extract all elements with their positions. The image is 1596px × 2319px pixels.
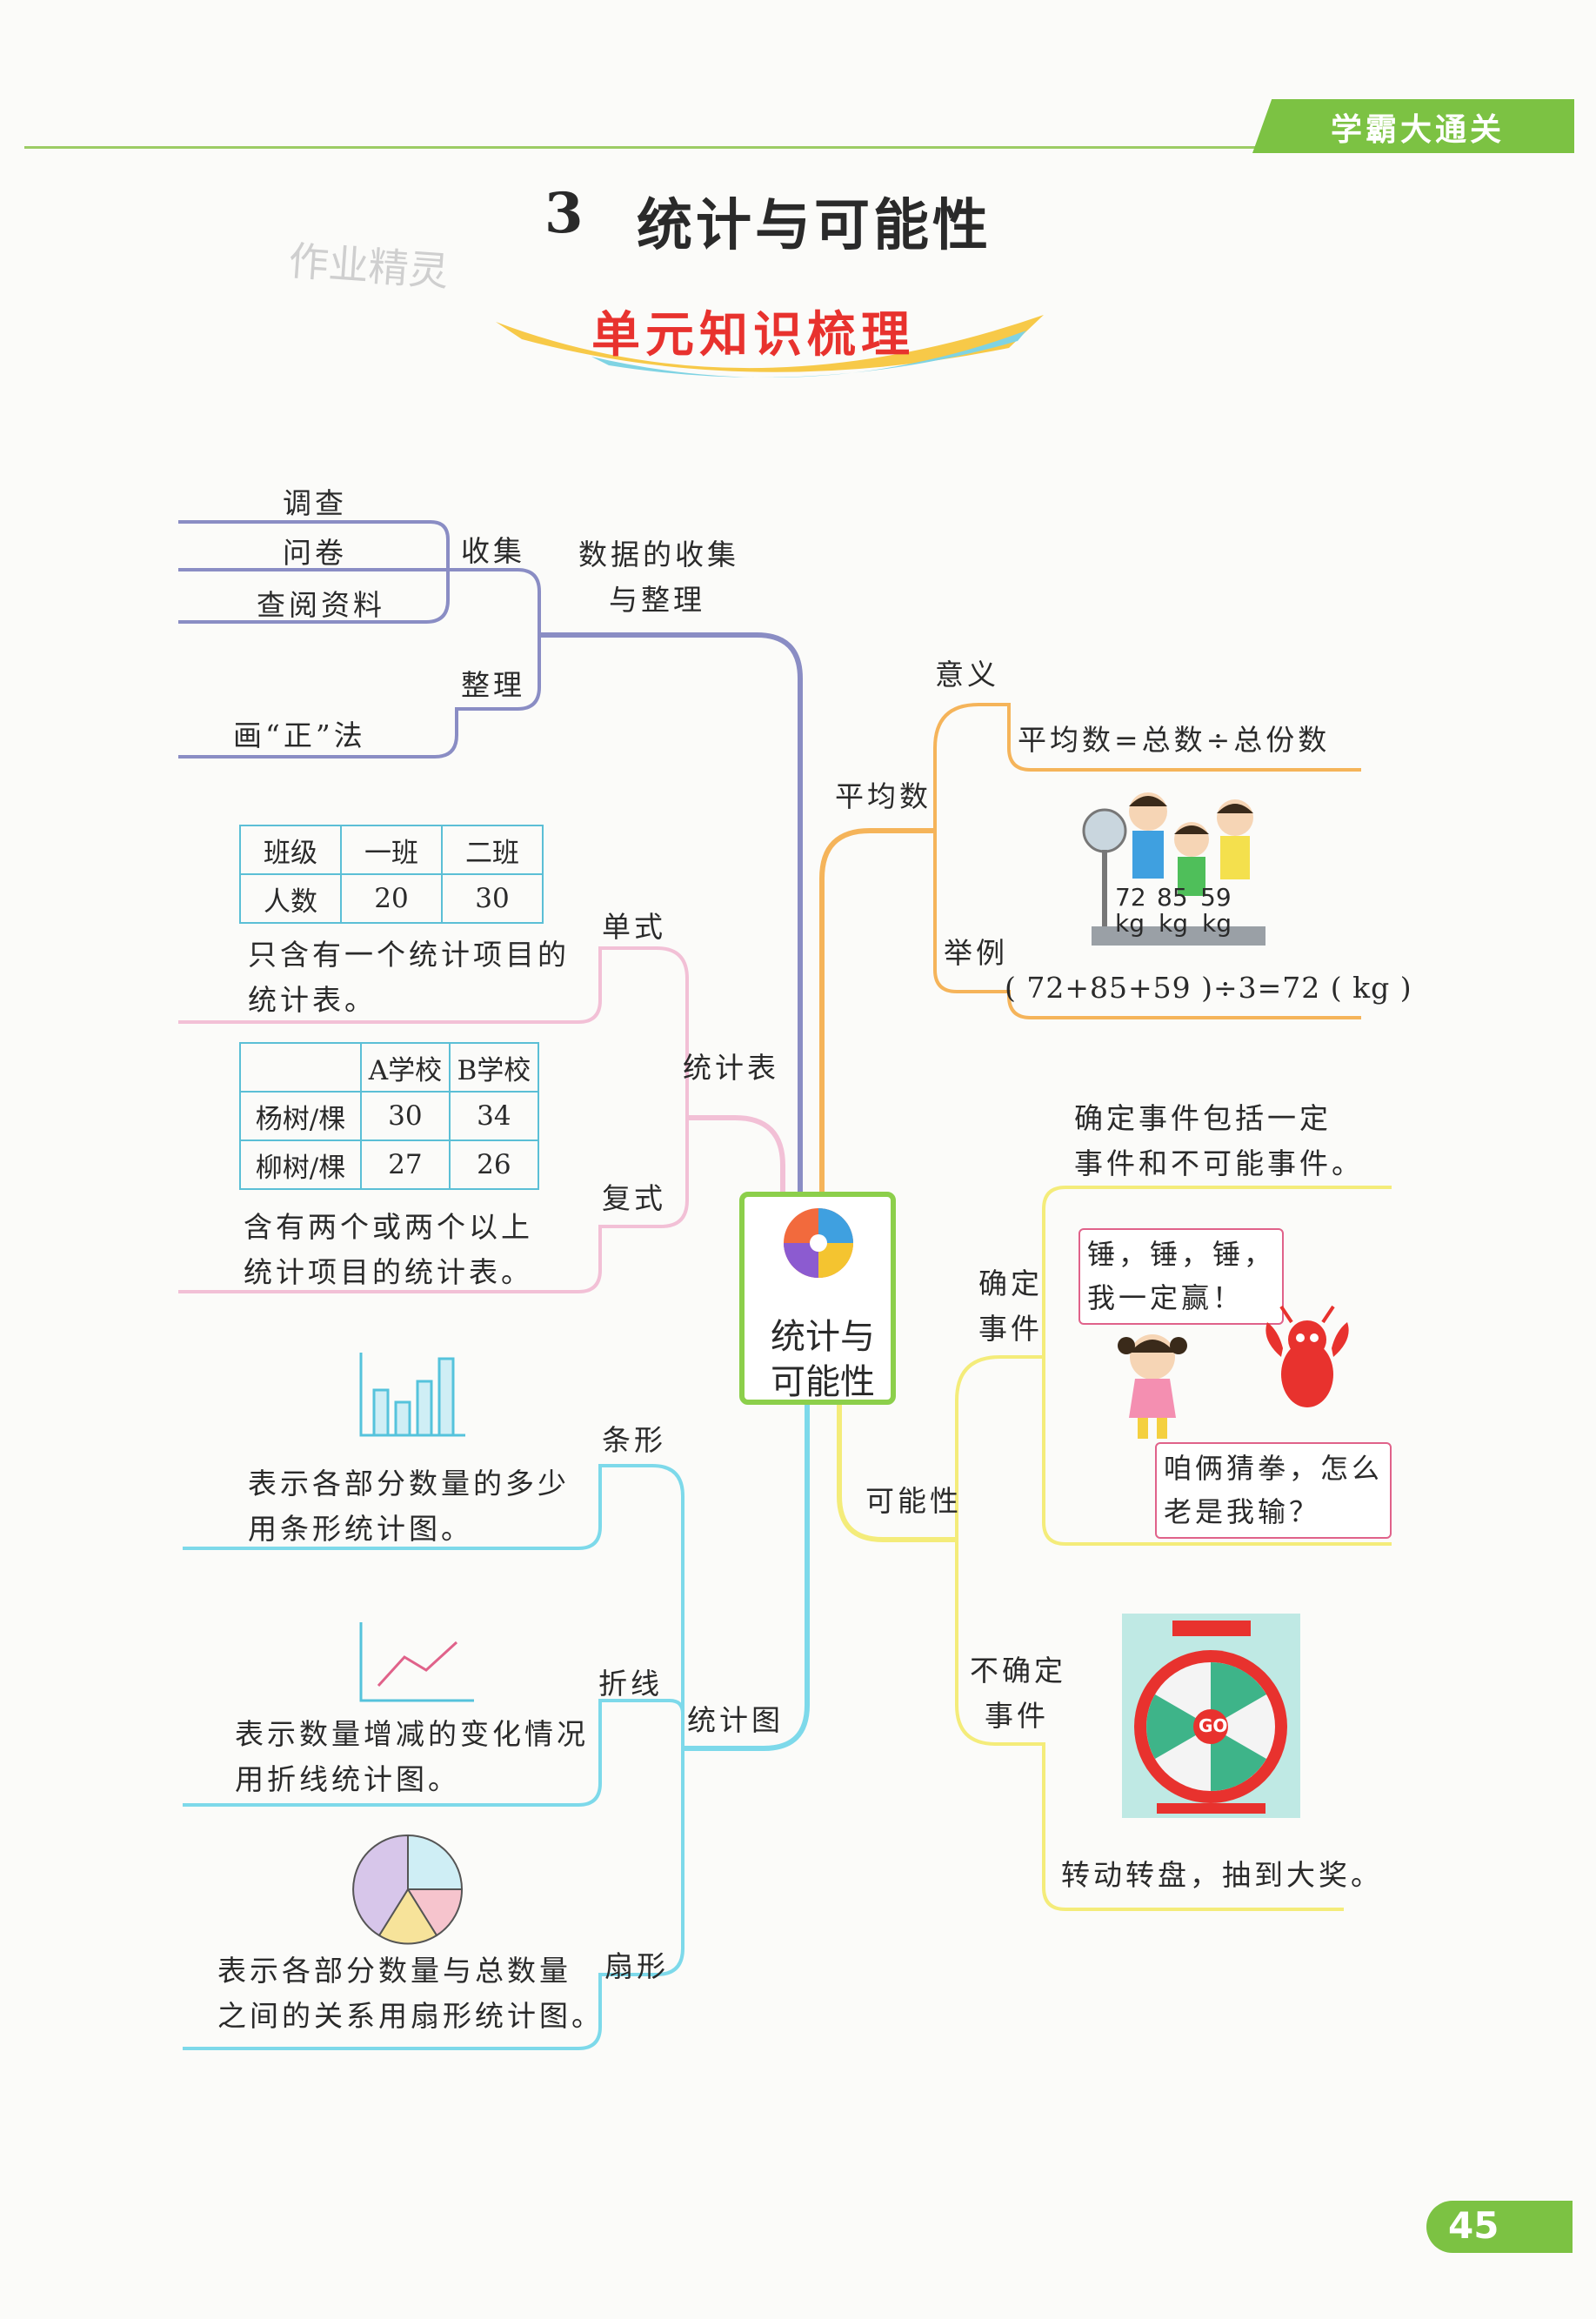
tables-label: 统计表 <box>683 1051 779 1085</box>
collect-label: 收集 <box>461 534 525 568</box>
table-cell: 人数 <box>239 873 342 924</box>
average-label: 平均数 <box>835 779 932 813</box>
line-chart-desc-2: 用折线统计图。 <box>235 1762 460 1796</box>
bubble-lobster-line1: 咱俩猜拳，怎么 <box>1164 1452 1384 1485</box>
example-label: 举例 <box>944 936 1008 970</box>
certain-label-1: 确定 <box>978 1266 1043 1300</box>
center-node: 统计与 可能性 <box>739 1192 896 1405</box>
method-reference: 查阅资料 <box>257 588 385 622</box>
speech-bubble-girl: 锤，锤，锤， 我一定赢！ <box>1078 1228 1285 1326</box>
wheel-icon <box>784 1208 853 1278</box>
uncertain-label-1: 不确定 <box>970 1654 1066 1687</box>
page-title: 统计与可能性 <box>637 193 992 258</box>
possibility-label: 可能性 <box>865 1484 962 1518</box>
table-cell: A学校 <box>360 1042 451 1093</box>
table-cell: 30 <box>360 1091 451 1141</box>
banner-swoosh <box>496 315 1044 378</box>
page-number: 45 <box>1448 2204 1499 2247</box>
children-scale-illustration <box>1082 792 1265 946</box>
table-cell: 一班 <box>340 825 443 875</box>
pie-chart-desc-2: 之间的关系用扇形统计图。 <box>217 1999 604 2033</box>
series-label: 学霸大通关 <box>1331 112 1506 148</box>
chapter-number: 3 <box>544 181 584 246</box>
table-cell <box>239 1042 362 1093</box>
prize-wheel-illustration <box>1122 1614 1300 1818</box>
table-cell: B学校 <box>448 1042 540 1093</box>
girl-illustration <box>1118 1334 1187 1439</box>
collect-branch-label-1: 数据的收集 <box>578 538 739 571</box>
table-cell: 27 <box>360 1139 451 1190</box>
tally-method: 画“正”法 <box>233 718 366 752</box>
table-cell: 20 <box>340 873 443 924</box>
average-formula: 平均数=总数÷总份数 <box>1018 723 1331 757</box>
bubble-girl-line2: 我一定赢！ <box>1087 1280 1245 1314</box>
compound-table-desc-1: 含有两个或两个以上 <box>244 1210 533 1244</box>
weight-3: 59 <box>1200 883 1232 912</box>
average-calculation: ( 72+85+59 )÷3=72 ( kg ) <box>1005 971 1412 1005</box>
charts-label: 统计图 <box>687 1703 784 1737</box>
header-tab <box>1252 99 1574 153</box>
center-node-line1: 统计与 <box>771 1317 875 1357</box>
bar-chart-desc-2: 用条形统计图。 <box>248 1512 473 1546</box>
certain-label-2: 事件 <box>978 1312 1043 1346</box>
line-chart-desc-1: 表示数量增减的变化情况 <box>235 1717 589 1751</box>
organize-label: 整理 <box>461 668 525 702</box>
bar-chart-icon <box>359 1353 465 1437</box>
bar-chart-desc-1: 表示各部分数量的多少 <box>248 1467 570 1500</box>
header-rule <box>24 146 1277 149</box>
speech-bubble-lobster: 咱俩猜拳，怎么 老是我输？ <box>1155 1442 1392 1540</box>
single-table-label: 单式 <box>602 910 666 944</box>
wheel-go-label: GO <box>1199 1715 1228 1736</box>
table-cell: 二班 <box>441 825 544 875</box>
weight-unit-2: kg <box>1159 909 1188 938</box>
compound-table-label: 复式 <box>602 1181 666 1215</box>
line-chart-label: 折线 <box>598 1667 663 1701</box>
page-number-tab <box>1426 2201 1573 2253</box>
single-table-desc-1: 只含有一个统计项目的 <box>248 938 570 972</box>
weight-unit-3: kg <box>1202 909 1232 938</box>
bar-chart-label: 条形 <box>602 1423 666 1457</box>
bubble-lobster-line2: 老是我输？ <box>1164 1494 1321 1528</box>
center-node-line2: 可能性 <box>771 1362 875 1402</box>
pie-chart-icon <box>352 1834 464 1945</box>
weight-1: 72 <box>1115 883 1146 912</box>
table-cell: 34 <box>448 1091 540 1141</box>
weight-2: 85 <box>1157 883 1188 912</box>
method-questionnaire: 问卷 <box>283 536 347 570</box>
pie-chart-label: 扇形 <box>604 1949 669 1983</box>
certain-note-2: 事件和不可能事件。 <box>1074 1146 1364 1180</box>
uncertain-label-2: 事件 <box>985 1699 1049 1733</box>
section-banner: 单元知识梳理 <box>591 307 915 364</box>
line-chart-icon <box>359 1622 474 1702</box>
method-survey: 调查 <box>283 486 347 520</box>
table-cell: 班级 <box>239 825 342 875</box>
pie-chart-desc-1: 表示各部分数量与总数量 <box>217 1954 571 1988</box>
certain-note-1: 确定事件包括一定 <box>1074 1101 1332 1135</box>
lobster-illustration <box>1265 1305 1349 1407</box>
table-cell: 杨树/棵 <box>239 1091 362 1141</box>
table-cell: 柳树/棵 <box>239 1139 362 1190</box>
meaning-label: 意义 <box>935 658 999 692</box>
compound-table-desc-2: 统计项目的统计表。 <box>244 1255 533 1289</box>
bubble-girl-line1: 锤，锤，锤， <box>1087 1238 1276 1271</box>
table-cell: 30 <box>441 873 544 924</box>
uncertain-caption: 转动转盘，抽到大奖。 <box>1061 1858 1383 1892</box>
weight-unit-1: kg <box>1115 909 1145 938</box>
collect-branch-label-2: 与整理 <box>609 583 705 617</box>
table-cell: 26 <box>448 1139 540 1190</box>
single-table-desc-2: 统计表。 <box>248 983 377 1017</box>
